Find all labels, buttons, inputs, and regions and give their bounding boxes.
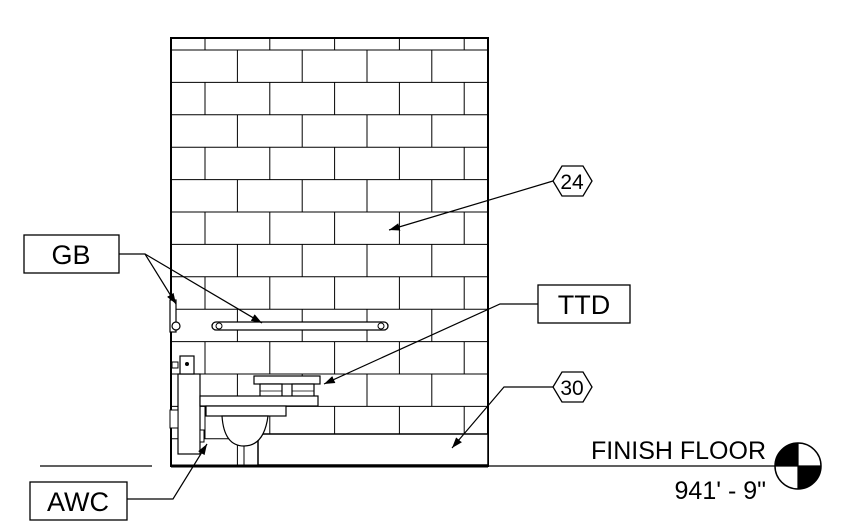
keynote-tag-24: 24 xyxy=(552,165,593,197)
grab-bar-side xyxy=(169,299,181,333)
water-closet xyxy=(169,355,319,465)
tag-ttd: TTD xyxy=(537,284,631,324)
tag-awc-text: AWC xyxy=(47,487,109,517)
leader-keynote-24 xyxy=(388,180,554,231)
leader-awc xyxy=(127,443,208,500)
leader-gb-side xyxy=(119,253,177,305)
tag-gb: GB xyxy=(23,234,120,274)
level-label: FINISH FLOOR 941' - 9" xyxy=(591,437,766,505)
level-name: FINISH FLOOR xyxy=(591,437,766,465)
toilet-tissue-dispenser xyxy=(253,375,321,399)
grab-bar-rear xyxy=(211,321,389,331)
leader-keynote-30 xyxy=(451,386,553,449)
keynote-30-text: 30 xyxy=(560,377,583,400)
wall-base-strip xyxy=(257,433,489,466)
keynote-tag-30: 30 xyxy=(552,371,593,403)
tag-gb-text: GB xyxy=(51,240,90,270)
level-elevation: 941' - 9" xyxy=(675,477,766,505)
level-target-icon xyxy=(774,442,822,490)
leader-ttd xyxy=(323,303,538,385)
keynote-24-text: 24 xyxy=(560,171,584,194)
tag-ttd-text: TTD xyxy=(558,290,610,320)
tag-awc: AWC xyxy=(29,481,128,521)
leader-lines xyxy=(119,180,554,500)
leader-gb-rear xyxy=(144,253,263,324)
